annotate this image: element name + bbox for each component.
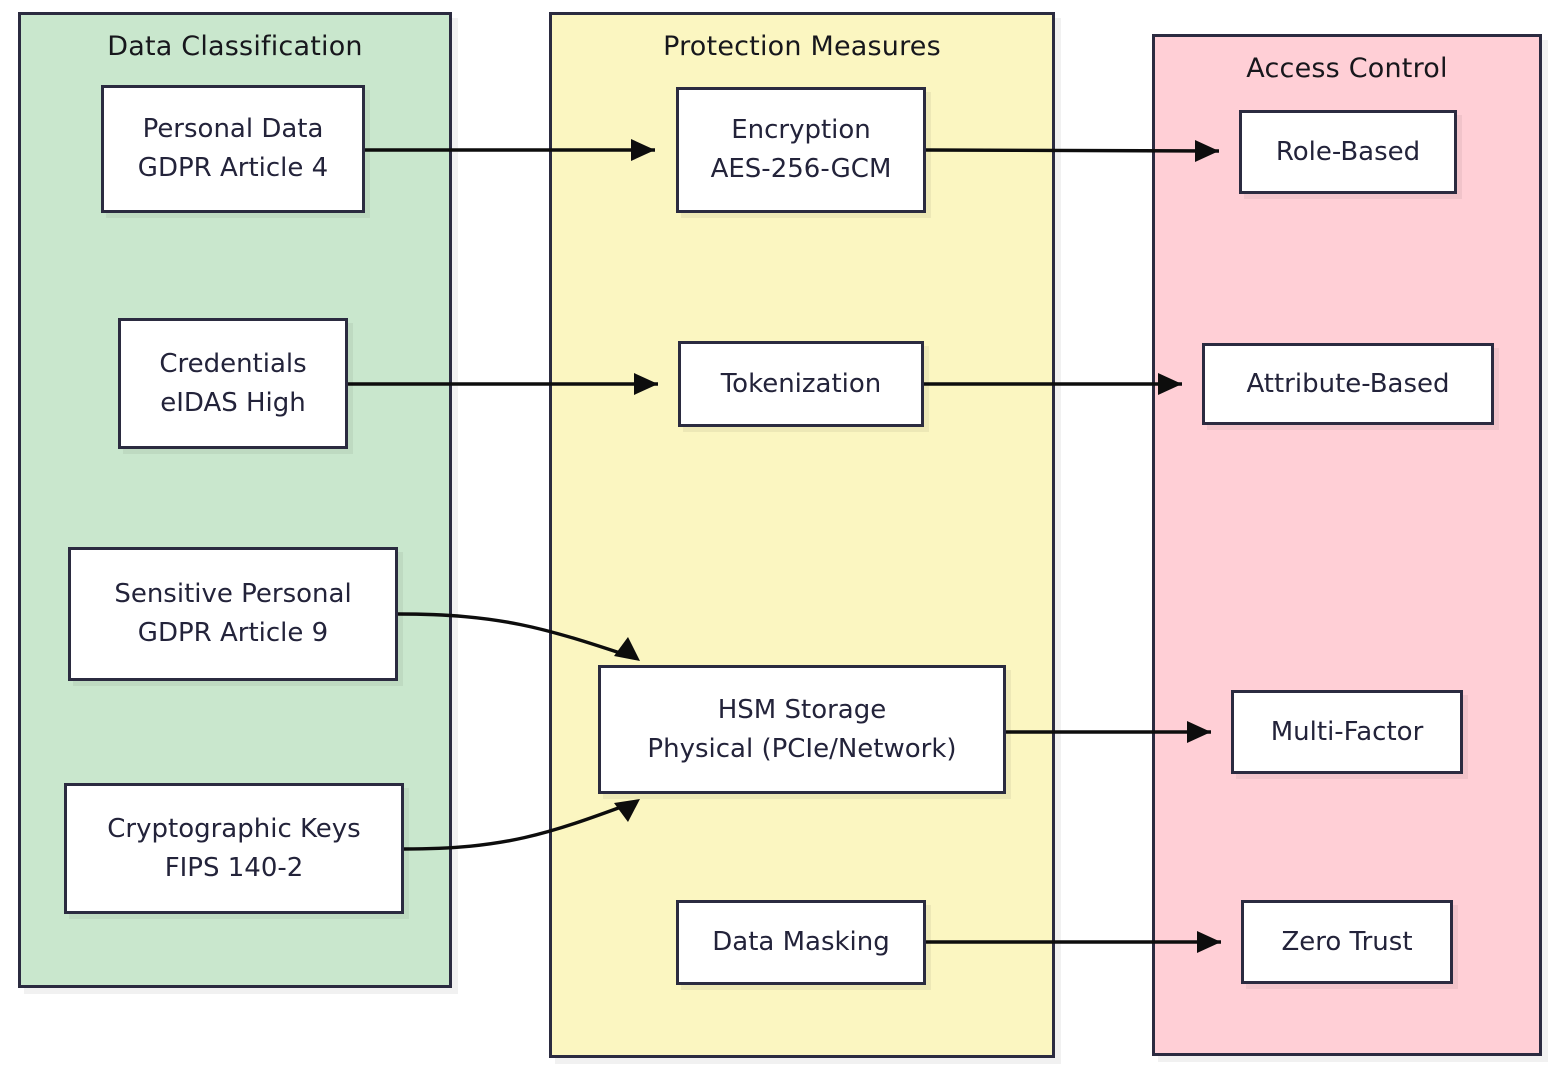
panel-title-protection-measures: Protection Measures (663, 31, 941, 62)
node-attribute-based[interactable]: Attribute-Based (1202, 343, 1494, 425)
node-label: Tokenization (720, 368, 882, 399)
node-label: eIDAS High (160, 387, 306, 418)
node-label: GDPR Article 9 (137, 618, 329, 648)
node-tokenization[interactable]: Tokenization (678, 341, 924, 427)
node-label: Credentials (159, 348, 307, 379)
panel-access-control[interactable]: Access Control (1152, 34, 1542, 1056)
node-label: GDPR Article 4 (137, 153, 329, 183)
node-label: Zero Trust (1281, 926, 1413, 957)
node-label: Attribute-Based (1246, 368, 1450, 399)
node-label: AES-256-GCM (710, 154, 892, 184)
node-label: Role-Based (1275, 136, 1421, 167)
node-label: Multi-Factor (1270, 716, 1424, 747)
panel-title-data-classification: Data Classification (107, 31, 363, 62)
node-label: HSM Storage (717, 694, 887, 725)
panel-title-access-control: Access Control (1246, 53, 1448, 84)
node-label: Cryptographic Keys (107, 813, 361, 844)
node-data-masking[interactable]: Data Masking (676, 900, 926, 985)
node-multi-factor[interactable]: Multi-Factor (1231, 690, 1463, 774)
node-role-based[interactable]: Role-Based (1239, 110, 1457, 194)
node-label: Sensitive Personal (114, 579, 352, 609)
node-credentials[interactable]: Credentials eIDAS High (118, 318, 348, 449)
node-label: Personal Data (142, 114, 324, 144)
node-label: Physical (PCIe/Network) (647, 733, 957, 764)
node-label: Data Masking (712, 927, 890, 957)
node-label: Encryption (731, 115, 871, 145)
node-zero-trust[interactable]: Zero Trust (1241, 900, 1453, 984)
node-label: FIPS 140-2 (164, 852, 304, 883)
